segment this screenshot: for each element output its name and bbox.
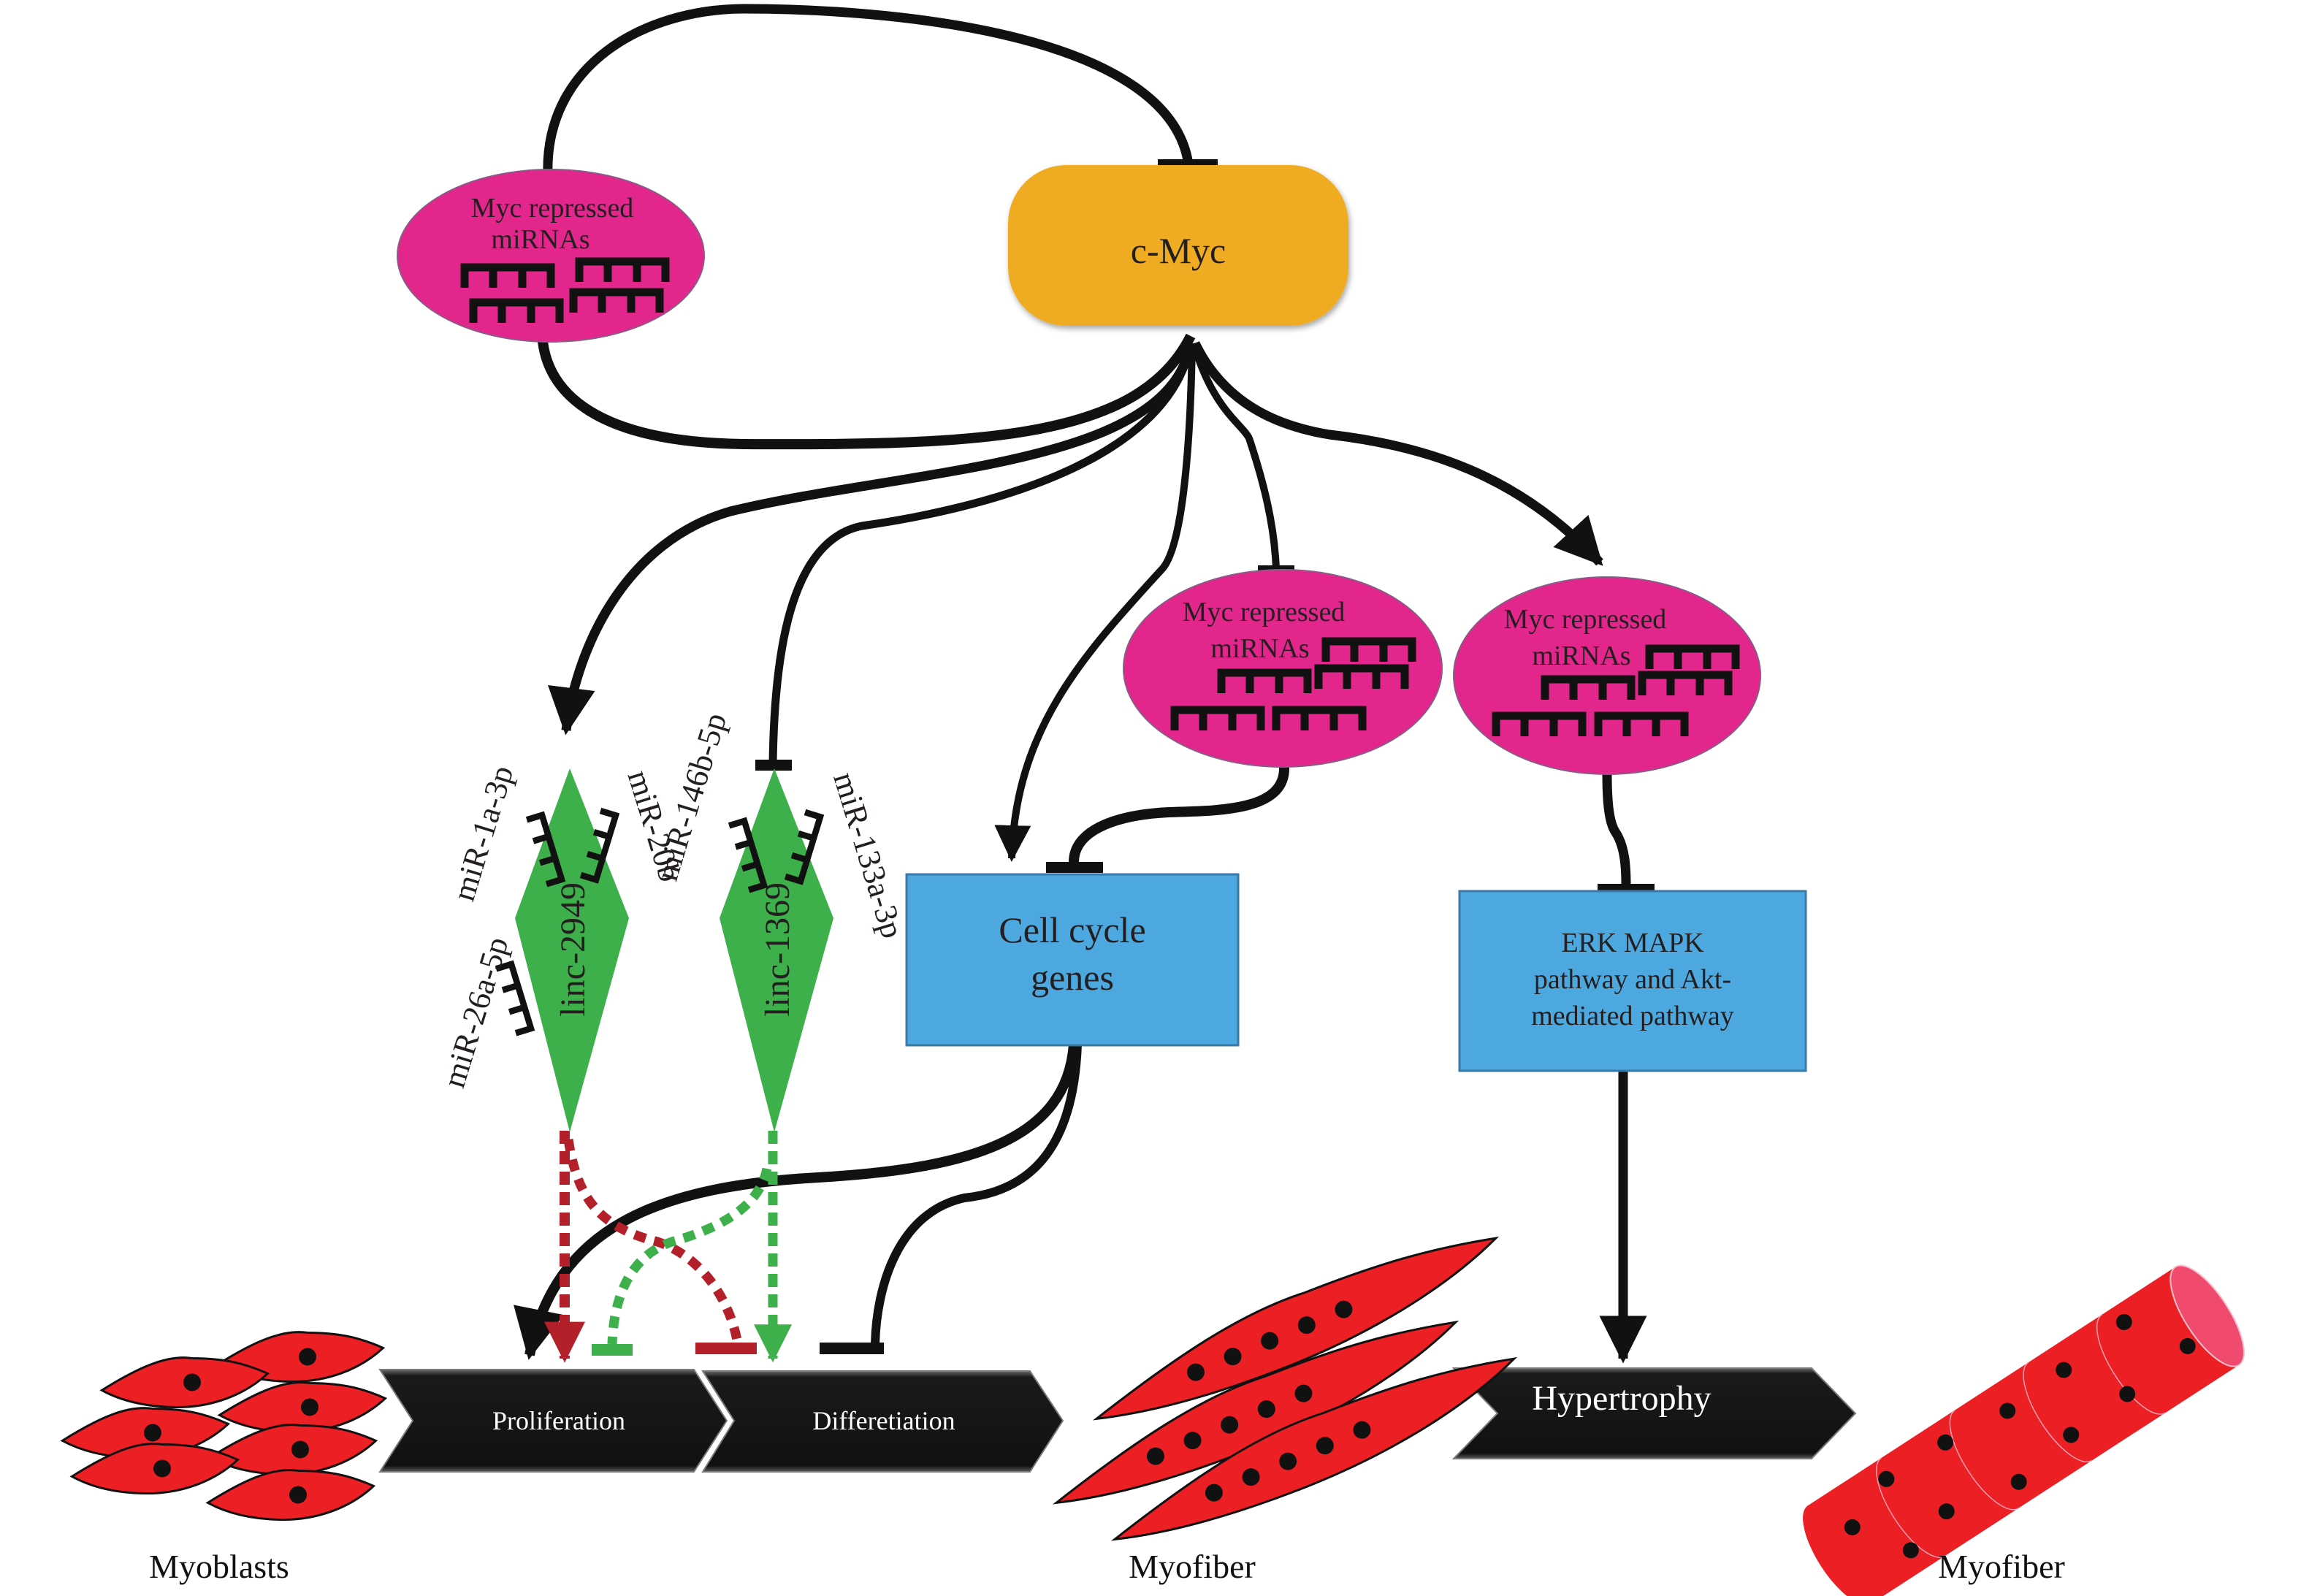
caption-myofiber-mid: Myofiber — [1129, 1548, 1256, 1585]
linc1369-label: linc-1369 — [758, 882, 797, 1017]
cell-nucleus — [1294, 1384, 1313, 1402]
cell-nucleus — [1261, 1332, 1279, 1350]
myofiber-cylinder-illustration — [1803, 1264, 2245, 1596]
node-cell-cycle-genes[interactable]: Cell cycle genes — [905, 873, 1240, 1047]
myotubes-illustration — [1052, 1236, 1518, 1541]
proliferation-chevron — [378, 1369, 728, 1473]
fiber-body — [1807, 1267, 2240, 1596]
differentiation-chevron — [701, 1370, 1064, 1473]
cell-nucleus — [291, 1440, 309, 1459]
erk-label-line3: mediated pathway — [1531, 1001, 1734, 1031]
cell-nucleus — [1335, 1300, 1353, 1318]
cell-nucleus — [1297, 1316, 1316, 1335]
mirna-mid-label-line2: miRNAs — [1210, 633, 1309, 664]
edge-linc2949-inhibits-differentiation — [563, 1139, 743, 1345]
cell-nucleus — [1183, 1432, 1202, 1450]
cell-nucleus — [1242, 1468, 1260, 1486]
cell-cycle-shape — [905, 873, 1240, 1047]
muscle-cell — [1110, 1356, 1518, 1541]
cell-nucleus — [153, 1459, 171, 1478]
cell-nucleus — [298, 1348, 316, 1366]
edge-cmyc-inhibits-mirna-mid — [1190, 342, 1280, 570]
mirna-right-label-line1: Myc repressed — [1504, 604, 1667, 635]
edge-cmyc-inhibits-mirna-top — [537, 332, 1196, 450]
muscle-cell — [207, 1424, 378, 1476]
node-mirna-right[interactable]: Myc repressed miRNAs — [1453, 576, 1761, 775]
stage-proliferation[interactable]: Proliferation — [378, 1369, 728, 1473]
inhibit-bar-proliferation-green — [592, 1344, 633, 1356]
muscle-cell — [205, 1469, 376, 1521]
cell-cycle-label-line1: Cell cycle — [999, 909, 1145, 950]
node-cmyc[interactable] — [1008, 165, 1348, 326]
linc2949-label: linc-2949 — [554, 882, 592, 1017]
fiber-nuclei — [1844, 1313, 2196, 1559]
caption-myofiber-right: Myofiber — [1938, 1548, 2065, 1585]
edge-cmyc-inhibits-linc1369 — [768, 343, 1195, 764]
cell-nucleus — [1186, 1363, 1205, 1381]
node-mirna-mid[interactable]: Myc repressed miRNAs — [1123, 569, 1443, 768]
cell-cycle-label-line2: genes — [1031, 957, 1114, 998]
edge-cmyc-activates-cellcycle — [994, 343, 1196, 862]
edge-cmyc-activates-linc2949 — [548, 342, 1196, 736]
muscle-cell — [99, 1356, 270, 1409]
cell-nucleus — [1257, 1400, 1275, 1419]
muscle-cell — [1052, 1320, 1459, 1505]
stage-hypertrophy[interactable]: Hypertrophy — [1451, 1367, 1857, 1459]
cell-nucleus — [1224, 1348, 1242, 1366]
stage-differentiation[interactable]: Differetiation — [701, 1370, 1064, 1473]
mirna-top-label-line1: Myc repressed — [471, 193, 634, 224]
hypertrophy-chevron — [1451, 1367, 1857, 1459]
cell-nucleus — [289, 1486, 307, 1504]
erk-shape — [1458, 890, 1807, 1072]
muscle-cell — [69, 1443, 240, 1495]
hypertrophy-label: Hypertrophy — [1532, 1379, 1711, 1418]
inhibit-bar-differentiation-black — [820, 1343, 884, 1354]
edge-linc1369-inhibits-proliferation — [607, 1167, 772, 1345]
differentiation-label: Differetiation — [812, 1406, 955, 1435]
cell-nucleus — [1353, 1421, 1371, 1439]
fiber-right-end — [2170, 1264, 2245, 1367]
edge-cmyc-activates-mirna-right — [1191, 341, 1603, 566]
caption-myoblasts: Myoblasts — [149, 1548, 289, 1585]
inhibit-bar-differentiation-red — [695, 1343, 757, 1354]
mirna-right-label-line2: miRNAs — [1532, 641, 1630, 671]
cmyc-shape — [1008, 165, 1348, 326]
myoblasts-illustration — [60, 1331, 388, 1521]
cmyc-label: c-Myc — [1131, 230, 1226, 271]
label-mir-1a-3p: miR-1a-3p — [446, 761, 521, 905]
cell-nucleus — [1146, 1447, 1164, 1465]
edge-mirna-mid-inhibits-cellcycle — [1069, 766, 1290, 863]
cell-nucleus — [300, 1398, 318, 1416]
cell-nucleus — [1316, 1437, 1334, 1455]
edge-mirna-right-inhibits-erk — [1602, 774, 1631, 886]
edge-cellcycle-inhibits-differentiation — [871, 1044, 1082, 1345]
erk-label-line2: pathway and Akt- — [1534, 964, 1731, 995]
mirna-mid-label-line1: Myc repressed — [1183, 597, 1346, 627]
label-mir-26a-5p: miR-26a-5p — [436, 933, 516, 1092]
cell-nucleus — [1221, 1416, 1239, 1434]
cell-nucleus — [143, 1424, 161, 1442]
edge-mirna-top-inhibits-cmyc — [543, 4, 1194, 176]
node-mirna-top[interactable]: Myc repressed miRNAs — [397, 169, 705, 343]
label-mir-133a-3p: miR-133a-3p — [826, 768, 910, 942]
cell-nucleus — [1205, 1484, 1223, 1502]
muscle-cell — [1092, 1236, 1500, 1421]
erk-label-line1: ERK MAPK — [1561, 928, 1704, 958]
edge-cellcycle-activates-proliferation — [514, 1044, 1079, 1360]
fiber-segment-lines — [1875, 1314, 2166, 1558]
mirna-top-label-line2: miRNAs — [491, 224, 589, 255]
cell-nucleus — [1279, 1452, 1297, 1470]
inhibit-bar-linc1369 — [755, 760, 792, 771]
node-erk-akt-pathway[interactable]: ERK MAPK pathway and Akt- mediated pathw… — [1458, 890, 1807, 1072]
inhibit-bar-cellcycle — [1046, 862, 1103, 873]
fiber-left-end — [1803, 1504, 1877, 1596]
cell-nucleus — [183, 1373, 201, 1391]
proliferation-label: Proliferation — [492, 1406, 625, 1435]
